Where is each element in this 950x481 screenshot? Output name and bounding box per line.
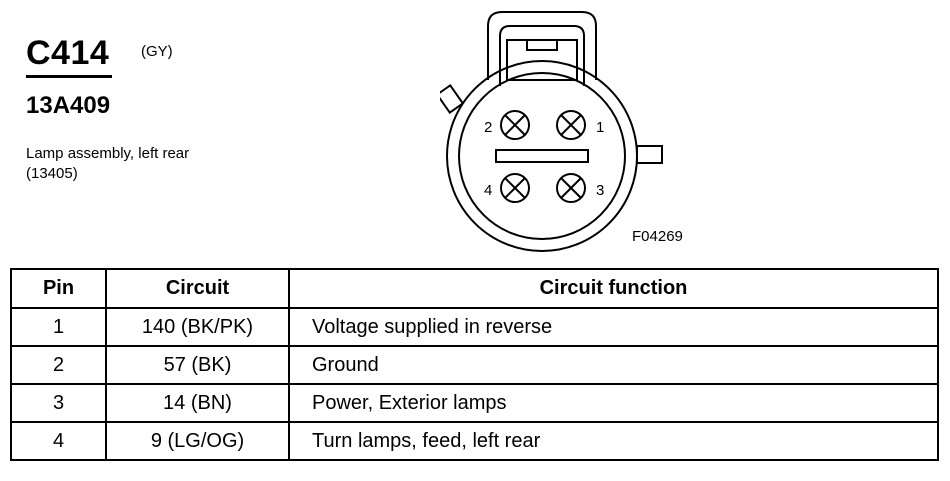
part-number: 13A409 — [26, 92, 111, 119]
table-row: 4 9 (LG/OG) Turn lamps, feed, left rear — [10, 421, 939, 461]
right-key — [636, 145, 663, 164]
color-code: (GY) — [141, 43, 173, 60]
pin-cell: 2 — [10, 345, 107, 385]
pin-cell: 1 — [10, 307, 107, 347]
locking-tab-inner — [499, 25, 585, 86]
function-cell: Turn lamps, feed, left rear — [288, 421, 939, 461]
table-header-row: Pin Circuit Circuit function — [10, 268, 939, 309]
left-key — [440, 84, 465, 114]
pinout-table: Pin Circuit Circuit function 1 140 (BK/P… — [10, 268, 939, 461]
connector-housing — [446, 60, 638, 252]
figure-code: F04269 — [632, 228, 683, 245]
latch-bar — [526, 39, 558, 51]
circuit-cell: 57 (BK) — [105, 345, 290, 385]
header-pin: Pin — [10, 268, 107, 309]
pin-4-terminal — [500, 173, 530, 203]
table-row: 2 57 (BK) Ground — [10, 345, 939, 385]
pin-label-3: 3 — [596, 182, 604, 199]
function-cell: Voltage supplied in reverse — [288, 307, 939, 347]
pin-3-terminal — [556, 173, 586, 203]
pin-cell: 3 — [10, 383, 107, 423]
connector-face — [458, 72, 626, 240]
pin-2-terminal — [500, 110, 530, 140]
connector-id: C414 — [26, 34, 110, 72]
circuit-cell: 14 (BN) — [105, 383, 290, 423]
locking-tab — [487, 11, 597, 80]
pin-label-1: 1 — [596, 119, 604, 136]
function-cell: Power, Exterior lamps — [288, 383, 939, 423]
pin-1-terminal — [556, 110, 586, 140]
table-row: 3 14 (BN) Power, Exterior lamps — [10, 383, 939, 423]
header-circuit-function: Circuit function — [288, 268, 939, 309]
header-circuit: Circuit — [105, 268, 290, 309]
pin-cell: 4 — [10, 421, 107, 461]
pin-label-4: 4 — [484, 182, 492, 199]
circuit-cell: 9 (LG/OG) — [105, 421, 290, 461]
connector-diagram: 1 2 3 4 — [440, 11, 663, 252]
connector-description: Lamp assembly, left rear (13405) — [26, 145, 190, 182]
table-row: 1 140 (BK/PK) Voltage supplied in revers… — [10, 307, 939, 347]
function-cell: Ground — [288, 345, 939, 385]
pin-label-2: 2 — [484, 119, 492, 136]
center-slot — [495, 149, 589, 163]
connector-id-underline — [26, 75, 112, 78]
circuit-cell: 140 (BK/PK) — [105, 307, 290, 347]
